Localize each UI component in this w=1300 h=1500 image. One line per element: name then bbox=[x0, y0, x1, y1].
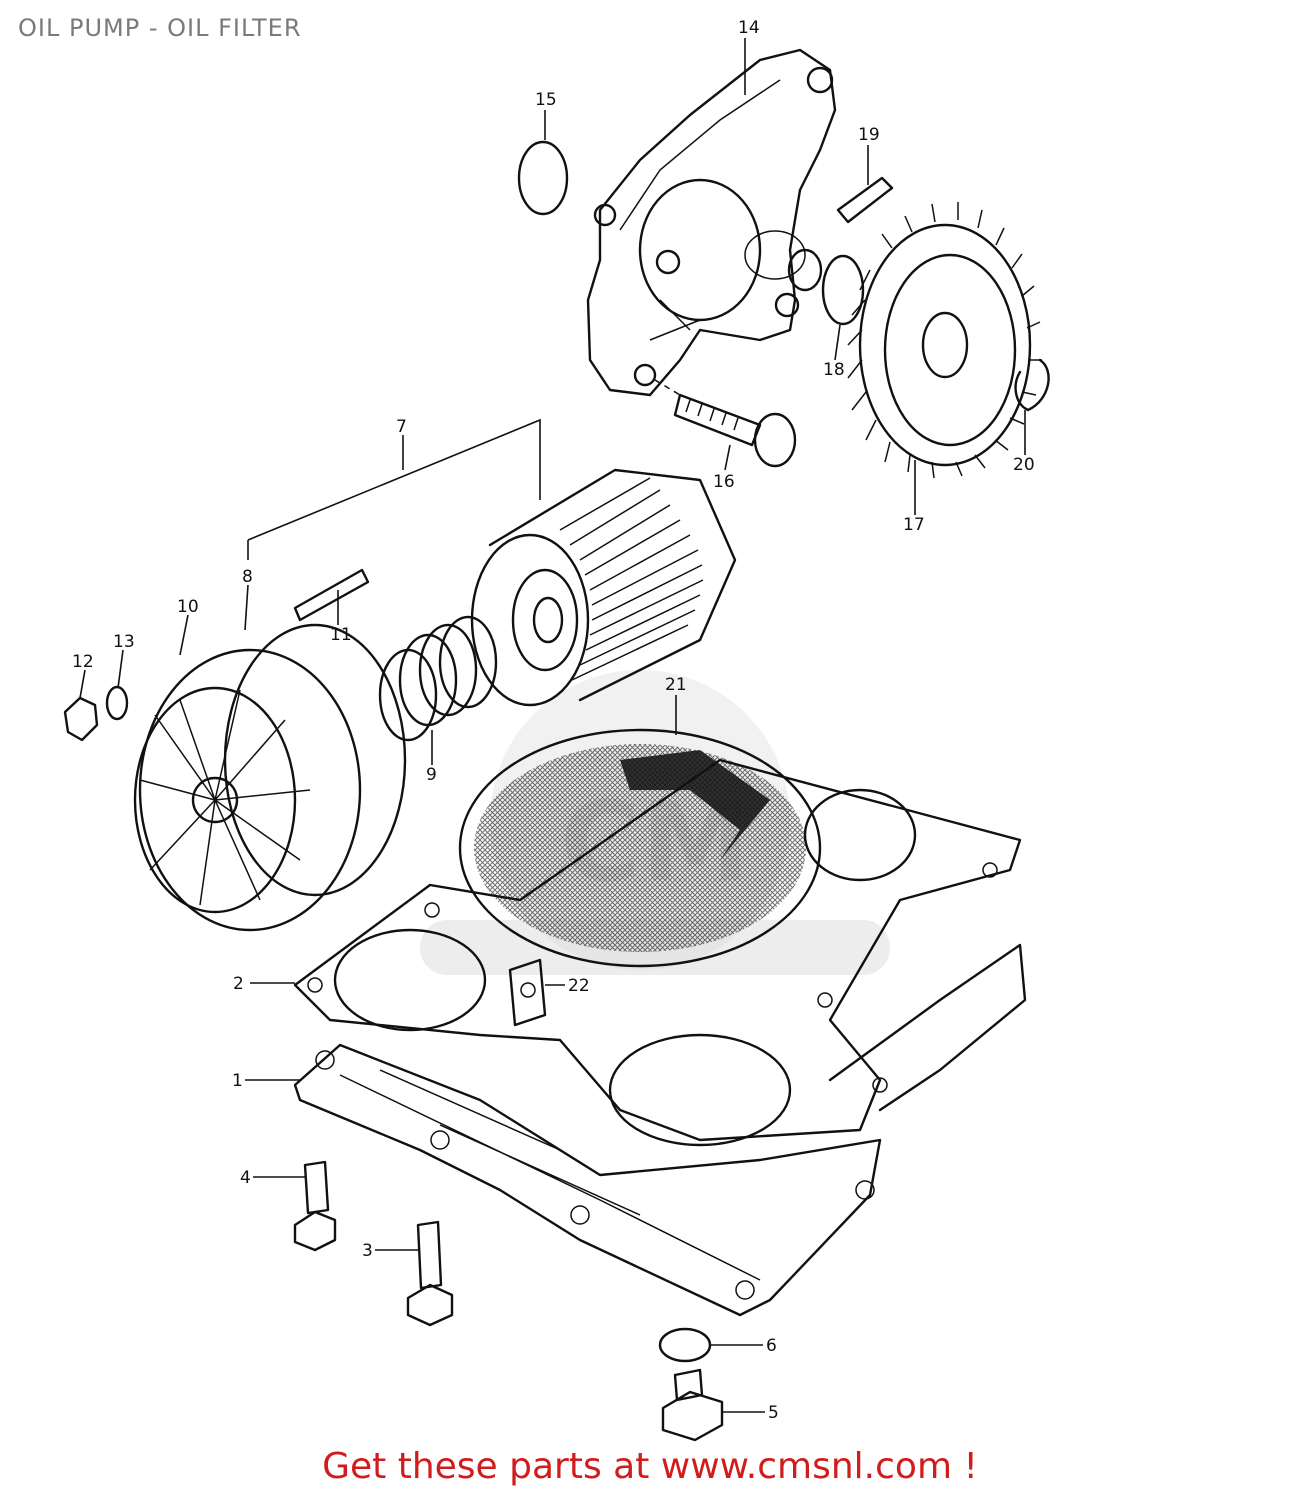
oil-strainer-21 bbox=[458, 728, 822, 968]
diagram-title: OIL PUMP - OIL FILTER bbox=[18, 14, 302, 42]
bolt-3 bbox=[406, 1220, 454, 1327]
callout-8: 8 bbox=[242, 567, 253, 587]
washer-18 bbox=[821, 254, 865, 326]
callout-7: 7 bbox=[396, 417, 407, 437]
o-ring-8 bbox=[223, 623, 407, 897]
oil-pan-1 bbox=[293, 943, 1027, 1317]
callout-10: 10 bbox=[177, 597, 199, 617]
gear-17 bbox=[847, 202, 1042, 479]
pin-19 bbox=[836, 176, 894, 224]
oil-filter bbox=[470, 468, 737, 707]
callout-3: 3 bbox=[362, 1241, 373, 1261]
callout-11: 11 bbox=[330, 625, 352, 645]
callout-13: 13 bbox=[113, 632, 135, 652]
callout-14: 14 bbox=[738, 18, 760, 38]
bracket-7 bbox=[247, 418, 541, 560]
callout-18: 18 bbox=[823, 360, 845, 380]
callout-9: 9 bbox=[426, 765, 437, 785]
callout-17: 17 bbox=[903, 515, 925, 535]
washer-6 bbox=[658, 1327, 712, 1363]
drain-plug-5 bbox=[661, 1368, 724, 1442]
callout-12: 12 bbox=[72, 652, 94, 672]
callout-16: 16 bbox=[713, 472, 735, 492]
bolt-4 bbox=[293, 1160, 337, 1252]
callout-numbers: 14 15 19 18 20 16 17 7 8 11 10 13 12 9 2… bbox=[72, 18, 1035, 1423]
bolt-16 bbox=[654, 379, 797, 468]
cap-nut-12 bbox=[63, 696, 99, 742]
oil-pan-gasket-2 bbox=[293, 758, 1022, 1147]
callout-22: 22 bbox=[568, 976, 590, 996]
washer-13 bbox=[105, 685, 129, 721]
o-ring-15 bbox=[517, 140, 569, 216]
oil-pump-body bbox=[586, 48, 837, 397]
bolt-22 bbox=[508, 958, 547, 1027]
callout-2: 2 bbox=[233, 974, 244, 994]
callout-1: 1 bbox=[232, 1071, 243, 1091]
circlip-20 bbox=[1014, 358, 1050, 412]
callout-15: 15 bbox=[535, 90, 557, 110]
callout-5: 5 bbox=[768, 1403, 779, 1423]
callout-19: 19 bbox=[858, 125, 880, 145]
callout-6: 6 bbox=[766, 1336, 777, 1356]
callout-20: 20 bbox=[1013, 455, 1035, 475]
callout-4: 4 bbox=[240, 1168, 251, 1188]
callout-21: 21 bbox=[665, 675, 687, 695]
stud-11 bbox=[293, 568, 370, 622]
footer-link-text[interactable]: Get these parts at www.cmsnl.com ! bbox=[322, 1446, 978, 1487]
leader-lines bbox=[79, 38, 1026, 1413]
filter-cover-10 bbox=[133, 648, 362, 932]
spring-9 bbox=[378, 615, 498, 742]
